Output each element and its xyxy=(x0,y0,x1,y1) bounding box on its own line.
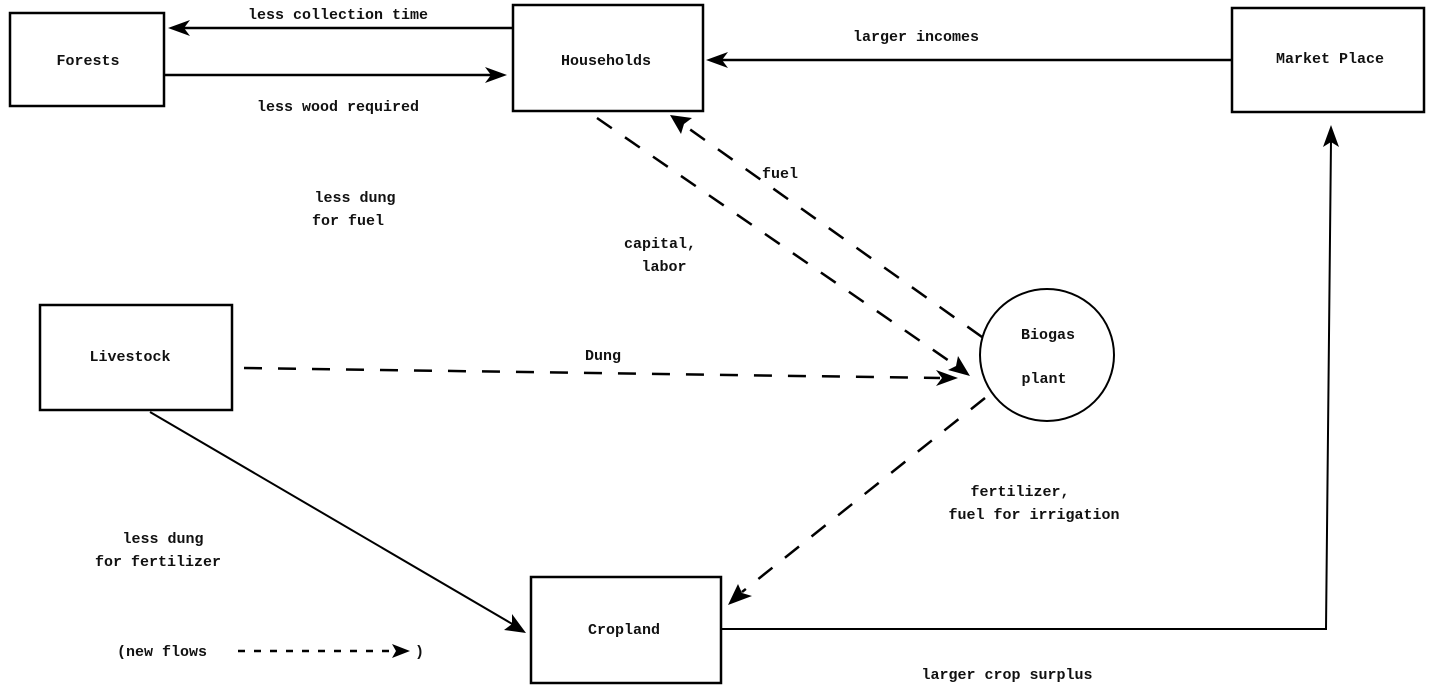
node-households-label: Households xyxy=(561,53,651,70)
node-biogas-label-1: Biogas xyxy=(1021,327,1075,344)
edge-label-fuel: fuel xyxy=(762,166,798,183)
legend-close-paren: ) xyxy=(415,644,424,661)
node-market-place: Market Place xyxy=(1230,6,1426,114)
arrowhead-icon xyxy=(485,67,507,83)
arrowhead-icon xyxy=(1323,125,1339,147)
node-biogas-plant: Biogas plant xyxy=(979,288,1115,422)
arrowhead-icon xyxy=(706,52,728,68)
arrowhead-icon xyxy=(392,644,410,658)
edge-label-capital: capital, xyxy=(624,236,696,253)
node-cropland: Cropland xyxy=(529,575,723,685)
node-livestock: Livestock xyxy=(38,303,234,412)
edge-biogas-to-cropland: fertilizer, fuel for irrigation xyxy=(728,397,1120,605)
edge-label-fuel-for-irrigation: fuel for irrigation xyxy=(948,507,1119,524)
legend-new-flows: (new flows ) xyxy=(117,644,424,661)
annotation-less-dung-fuel-2: for fuel xyxy=(312,213,384,230)
node-biogas-label-2: plant xyxy=(1021,371,1066,388)
arrowhead-icon xyxy=(936,370,958,386)
annotation-less-dung-fert-1: less dung xyxy=(122,531,203,548)
edge-livestock-to-cropland xyxy=(149,411,526,633)
node-livestock-label: Livestock xyxy=(89,349,170,366)
node-households: Households xyxy=(511,3,705,113)
edge-label-less-wood-required: less wood required xyxy=(257,99,419,116)
edge-cropland-to-market: larger crop surplus xyxy=(721,125,1339,684)
edge-label-larger-crop-surplus: larger crop surplus xyxy=(921,667,1092,684)
edge-households-to-forests: less collection time xyxy=(168,7,513,36)
edge-label-fertilizer: fertilizer, xyxy=(970,484,1069,501)
annotation-less-dung-fuel-1: less dung xyxy=(314,190,395,207)
arrowhead-icon xyxy=(504,614,526,633)
edge-label-less-collection-time: less collection time xyxy=(248,7,428,24)
arrowhead-icon xyxy=(670,115,692,134)
edge-market-to-households: larger incomes xyxy=(706,29,1232,68)
edge-forests-to-households: less wood required xyxy=(164,67,507,116)
annotation-less-dung-fert-2: for fertilizer xyxy=(95,554,221,571)
node-cropland-label: Cropland xyxy=(588,622,660,639)
edge-label-larger-incomes: larger incomes xyxy=(853,29,979,46)
node-market-place-label: Market Place xyxy=(1276,51,1384,68)
node-forests: Forests xyxy=(8,11,166,108)
arrowhead-icon xyxy=(728,584,752,605)
edge-households-to-biogas: capital, labor xyxy=(596,116,970,376)
edge-livestock-to-biogas: Dung xyxy=(243,348,958,386)
arrowhead-icon xyxy=(168,20,190,36)
edge-biogas-to-households: fuel xyxy=(670,115,983,339)
node-forests-label: Forests xyxy=(56,53,119,70)
legend-text: (new flows xyxy=(117,644,207,661)
edge-label-labor: labor xyxy=(641,259,686,276)
arrowhead-icon xyxy=(948,356,970,376)
edge-label-dung: Dung xyxy=(585,348,621,365)
